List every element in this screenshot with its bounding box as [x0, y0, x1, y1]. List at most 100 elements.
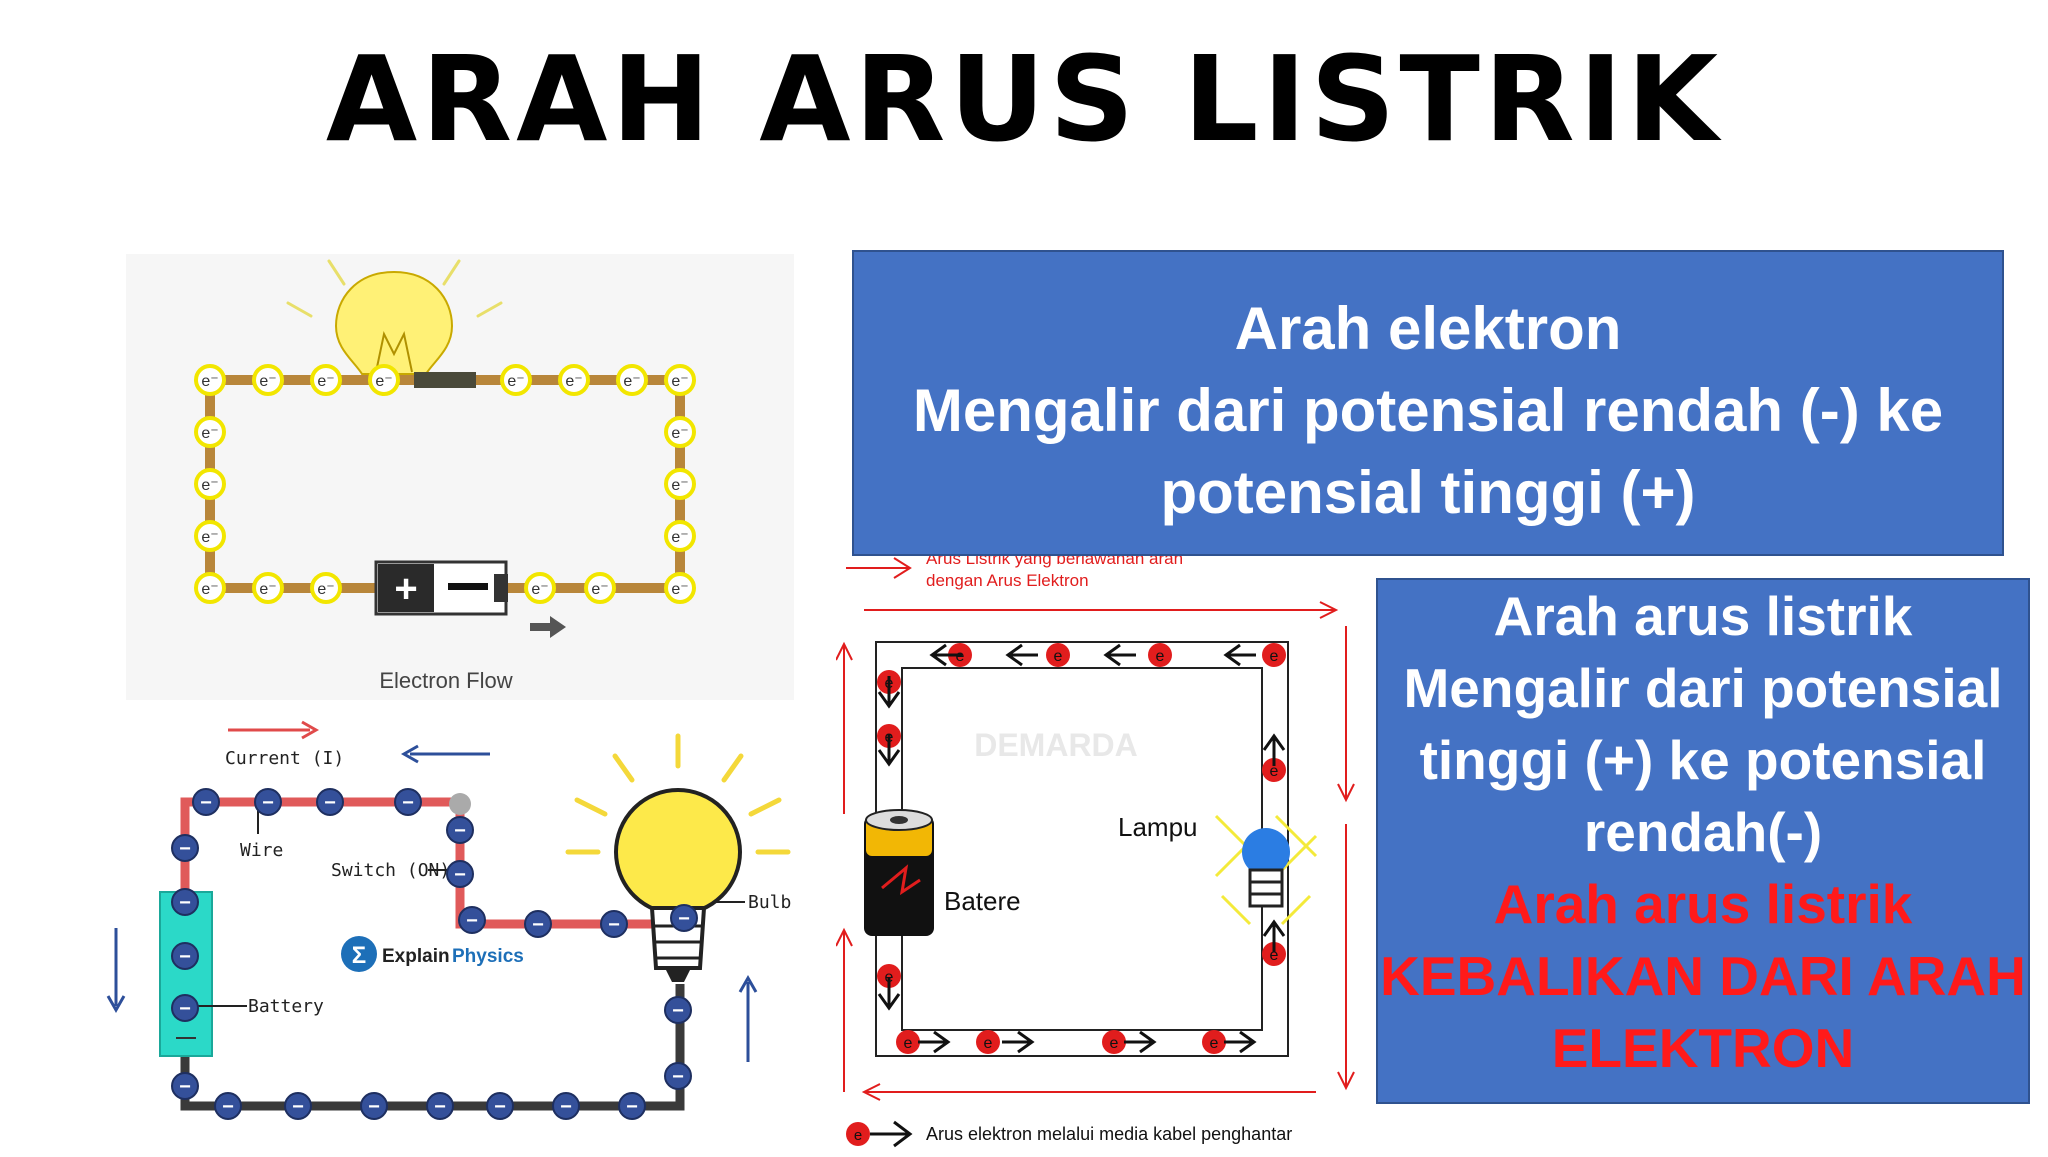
- current-direction-box: Arah arus listrik Mengalir dari potensia…: [1376, 578, 2030, 1104]
- electron-marker: e⁻: [616, 364, 648, 396]
- svg-text:e: e: [1270, 763, 1279, 780]
- electron-marker: −: [664, 996, 692, 1024]
- svg-text:e⁻: e⁻: [201, 477, 218, 494]
- electron-marker: −: [171, 994, 199, 1022]
- electron-marker: e⁻: [664, 364, 696, 396]
- current-arrow-icon: [228, 720, 320, 740]
- electron-direction-arrow: [1005, 643, 1038, 667]
- svg-text:e⁻: e⁻: [375, 373, 392, 390]
- svg-text:e⁻: e⁻: [201, 581, 218, 598]
- electron-marker: e⁻: [252, 364, 284, 396]
- svg-text:−: −: [672, 1066, 684, 1088]
- demarda-figure: Arus Listrik yang berlawanan arah dengan…: [835, 536, 1356, 1152]
- current-vs-electron-diagram: Current (I) Wire Switch (ON) Bulb Batter…: [106, 720, 791, 1120]
- electrons: −−−−−−−−−−−−−−−−−−−−−−−−: [171, 788, 698, 1120]
- electron-marker: −: [458, 906, 486, 934]
- electron-marker: −: [254, 788, 282, 816]
- electron-marker: e: [1262, 643, 1286, 667]
- svg-text:−: −: [678, 908, 690, 930]
- electron-direction-arrow: [877, 734, 901, 767]
- brand-explain: Explain: [382, 946, 450, 967]
- circuit-wire: [205, 375, 685, 593]
- electron-flow-figure: + e⁻ e⁻ e⁻ e⁻ e⁻ e⁻ e⁻ e⁻ e⁻ e⁻ e⁻ e⁻ e⁻ e⁻ e⁻ e⁻ e⁻ e⁻ e⁻…: [126, 254, 794, 700]
- svg-text:e: e: [1270, 947, 1279, 964]
- label-wire: Wire: [240, 840, 283, 861]
- circuit-wire-inner: [901, 667, 1263, 1031]
- electron-marker: e⁻: [194, 520, 226, 552]
- svg-text:e⁻: e⁻: [671, 581, 688, 598]
- electron-direction-arrow: [1002, 1030, 1035, 1054]
- svg-text:e: e: [1270, 648, 1279, 665]
- bulb-rays-icon: [286, 259, 503, 318]
- electron-marker: e⁻: [664, 572, 696, 604]
- svg-text:e⁻: e⁻: [201, 373, 218, 390]
- svg-text:−: −: [434, 1096, 446, 1118]
- svg-text:−: −: [324, 792, 336, 814]
- svg-text:e⁻: e⁻: [201, 425, 218, 442]
- electron-marker: e⁻: [310, 364, 342, 396]
- svg-text:−: −: [200, 792, 212, 814]
- electron-box-title: Arah elektron: [1234, 295, 1622, 362]
- electron-arrow-icon: [400, 744, 490, 764]
- electron-marker: −: [426, 1092, 454, 1120]
- brand-physics: Physics: [452, 946, 524, 967]
- electron-marker: −: [618, 1092, 646, 1120]
- electron-direction-arrow: [1103, 643, 1136, 667]
- electron-marker: e⁻: [664, 520, 696, 552]
- svg-text:e⁻: e⁻: [565, 373, 582, 390]
- current-box-line-3: tinggi (+) ke potensial: [1419, 729, 1987, 791]
- electron-marker: −: [600, 910, 628, 938]
- svg-text:−: −: [532, 914, 544, 936]
- electron-direction-arrow: [918, 1030, 951, 1054]
- electron-direction-arrow: [1262, 919, 1286, 952]
- svg-text:e⁻: e⁻: [591, 581, 608, 598]
- bulb-icon: [334, 270, 454, 375]
- electron-marker: e: [1148, 643, 1172, 667]
- electron-marker: −: [171, 942, 199, 970]
- electron-marker: e⁻: [194, 416, 226, 448]
- electron-marker: e: [877, 964, 901, 988]
- electron-marker: e: [1262, 758, 1286, 782]
- svg-text:−: −: [672, 1000, 684, 1022]
- svg-text:−: −: [179, 838, 191, 860]
- electron-marker: −: [670, 904, 698, 932]
- svg-text:e⁻: e⁻: [671, 477, 688, 494]
- electron-marker: e⁻: [368, 364, 400, 396]
- electron-marker: e: [1102, 1030, 1126, 1054]
- svg-text:e⁻: e⁻: [507, 373, 524, 390]
- label-current: Current (I): [225, 748, 344, 769]
- electron-marker: e⁻: [664, 416, 696, 448]
- svg-text:−: −: [402, 792, 414, 814]
- svg-text:e: e: [854, 1127, 862, 1144]
- electron-direction-arrow: [1262, 733, 1286, 766]
- electron-marker: e: [1046, 643, 1070, 667]
- electron-direction-arrow: [1223, 643, 1256, 667]
- bulb-rays-icon: [565, 733, 791, 855]
- svg-text:e⁻: e⁻: [259, 373, 276, 390]
- svg-text:−: −: [466, 910, 478, 932]
- electron-box-line-3: potensial tinggi (+): [1160, 459, 1696, 526]
- electron-marker: e⁻: [664, 468, 696, 500]
- electron-marker: −: [446, 816, 474, 844]
- electron-flow-diagram: + e⁻ e⁻ e⁻ e⁻ e⁻ e⁻ e⁻ e⁻ e⁻ e⁻ e⁻ e⁻ e⁻ e⁻ e⁻ e⁻ e⁻ e⁻ e⁻…: [194, 259, 696, 693]
- svg-text:e: e: [1156, 648, 1165, 665]
- electron-marker: e⁻: [194, 572, 226, 604]
- electron-marker: e⁻: [558, 364, 590, 396]
- svg-text:e⁻: e⁻: [201, 529, 218, 546]
- label-lamp: Lampu: [1118, 812, 1198, 842]
- electron-box-line-2: Mengalir dari potensial rendah (-) ke: [912, 377, 1944, 444]
- current-box-red-line-3: ELEKTRON: [1551, 1017, 1855, 1079]
- svg-text:e⁻: e⁻: [531, 581, 548, 598]
- battery-icon: +: [374, 560, 508, 616]
- electron-direction-arrow: [877, 676, 901, 709]
- legend-top-line2: dengan Arus Elektron: [926, 571, 1089, 590]
- electron-flow-caption: Electron Flow: [379, 668, 512, 693]
- svg-text:+: +: [394, 567, 417, 611]
- electron-marker: −: [394, 788, 422, 816]
- electron-direction-arrow: [877, 978, 901, 1011]
- svg-text:e: e: [904, 1035, 913, 1052]
- electron-marker: −: [446, 860, 474, 888]
- electron-marker: −: [171, 1072, 199, 1100]
- electron-marker: e⁻: [252, 572, 284, 604]
- svg-text:−: −: [179, 946, 191, 968]
